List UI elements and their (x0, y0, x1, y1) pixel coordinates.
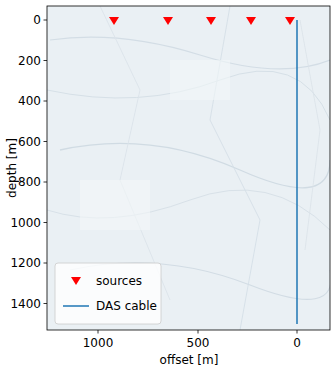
legend-text: sources (96, 275, 142, 287)
y-tick-label: 0 (33, 14, 41, 26)
x-tick-label: 1000 (83, 337, 114, 349)
legend-line (63, 305, 89, 307)
y-tick-label: 800 (18, 176, 41, 188)
x-tick-label: 0 (293, 337, 301, 349)
y-tick-label: 600 (18, 136, 41, 148)
tick-marks (44, 20, 298, 334)
axis-title: depth [m] (6, 138, 18, 198)
das-cable (296, 20, 298, 324)
axes-frame (47, 6, 330, 330)
y-tick-label: 200 (18, 55, 41, 67)
axis-title: offset [m] (160, 354, 219, 366)
legend-marker (71, 277, 81, 285)
glacier-image (47, 6, 330, 330)
source-markers (109, 17, 295, 25)
y-tick-label: 1400 (10, 298, 41, 310)
y-tick-label: 400 (18, 95, 41, 107)
y-tick-label: 1200 (10, 257, 41, 269)
legend-box (55, 263, 161, 324)
x-tick-label: 500 (187, 337, 210, 349)
y-tick-label: 1000 (10, 217, 41, 229)
legend-text: DAS cable (96, 300, 157, 312)
